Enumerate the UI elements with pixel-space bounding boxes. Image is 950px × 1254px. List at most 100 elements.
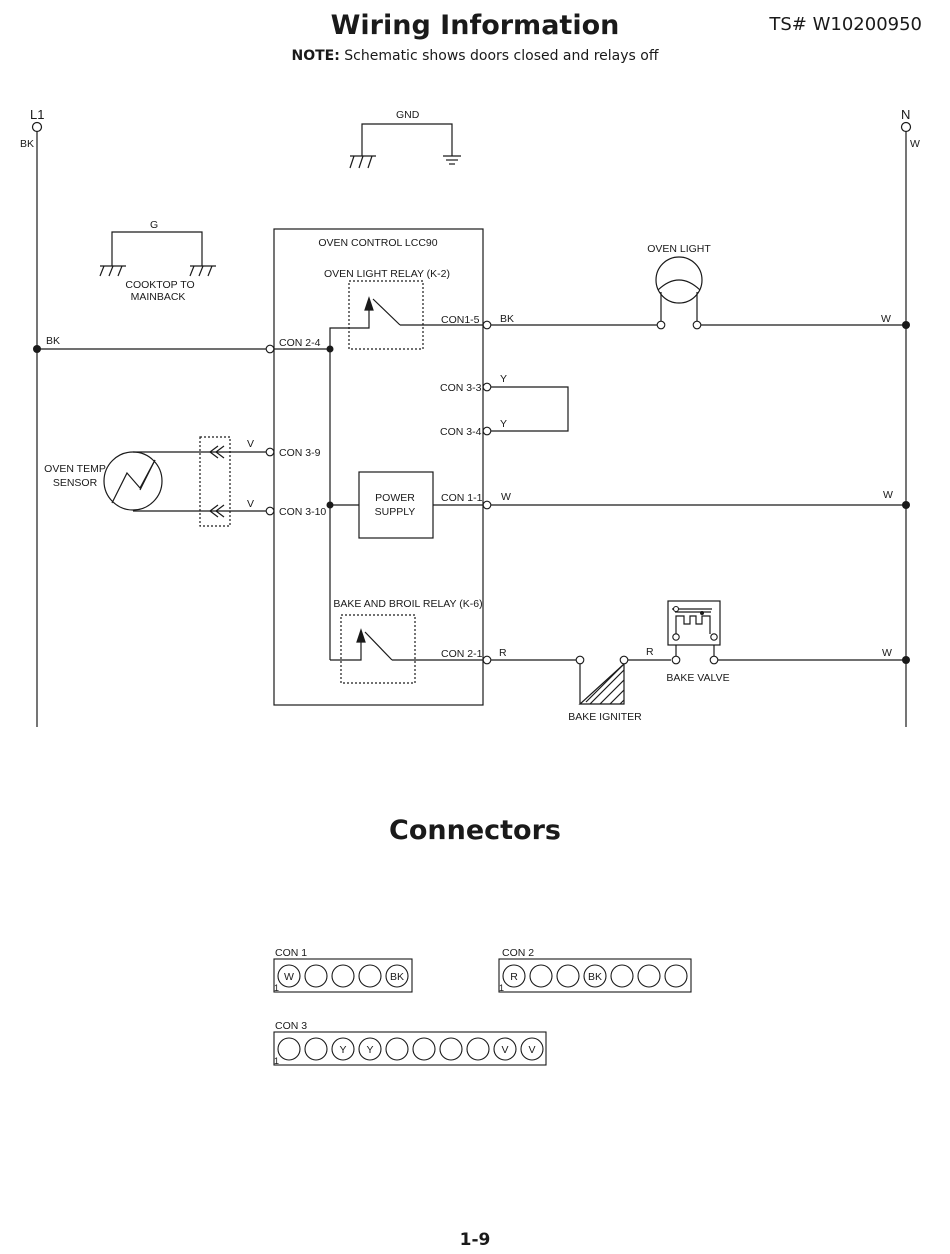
wire-y-label-1: Y: [500, 373, 507, 385]
con1-pin-2: [304, 964, 328, 988]
con3-pin-4-label: Y: [366, 1044, 373, 1056]
con21-label: CON 2-1: [441, 648, 483, 660]
terminal-con21: [482, 655, 492, 665]
bake-broil-relay-label: BAKE AND BROIL RELAY (K-6): [333, 598, 482, 610]
wire-w-label-valve: W: [882, 647, 892, 659]
con1-pin1-marker: 1: [274, 983, 279, 993]
power-supply-box: [358, 471, 434, 539]
oven-temp-label-1: OVEN TEMP: [44, 463, 106, 475]
con2-pin-2: [529, 964, 553, 988]
con2-pin-6: [637, 964, 661, 988]
con3-pin-4: [358, 1037, 382, 1061]
wire-w-label-ps: W: [501, 491, 511, 503]
wire-r-label-2: R: [646, 646, 654, 658]
con2-pin-7: [664, 964, 688, 988]
con3-pin-7: [439, 1037, 463, 1061]
con1-pin-1-label: W: [284, 971, 294, 983]
con3-pin-2: [304, 1037, 328, 1061]
con2-pin-5: [610, 964, 634, 988]
con1-pin-5: [385, 964, 409, 988]
wire-v-label-1: V: [247, 438, 254, 450]
bake-broil-relay-box: [340, 614, 416, 684]
con1-pin-1: [277, 964, 301, 988]
cooktop-ground-symbol: [99, 231, 216, 277]
n-terminal: [900, 121, 912, 133]
con1-label: CON 1: [275, 947, 307, 959]
con1-pin-4: [358, 964, 382, 988]
con310-label: CON 3-10: [279, 506, 326, 518]
con2-housing: [498, 958, 692, 993]
wire-bk-label-light: BK: [500, 313, 514, 325]
terminal-con24: [265, 344, 275, 354]
sensor-connector-box: [199, 436, 231, 527]
note-text: Schematic shows doors closed and relays …: [339, 48, 659, 64]
con3-pin-9-label: V: [501, 1044, 508, 1056]
wire-v-label-2: V: [247, 498, 254, 510]
oven-light-relay-box: [348, 280, 424, 350]
oven-control-box: [273, 228, 484, 706]
bake-valve-label: BAKE VALVE: [666, 672, 729, 684]
cooktop-label-1: COOKTOP TO: [125, 279, 194, 291]
w-n-label: W: [910, 138, 920, 150]
gnd-label: GND: [396, 109, 420, 121]
ts-number: TS# W10200950: [769, 14, 922, 35]
terminal-con15: [482, 320, 492, 330]
terminal-con33: [482, 382, 492, 392]
con15-label: CON1-5: [441, 314, 480, 326]
g-label: G: [150, 219, 158, 231]
con3-pin-3-label: Y: [339, 1044, 346, 1056]
con1-pins: W BK: [277, 964, 409, 988]
con3-pin-9: [493, 1037, 517, 1061]
con33-label: CON 3-3: [440, 382, 482, 394]
wire-bk-label-l1: BK: [46, 335, 60, 347]
con1-pin-5-label: BK: [390, 971, 404, 983]
oven-temp-label-2: SENSOR: [53, 477, 98, 489]
con2-pin-1: [502, 964, 526, 988]
bake-igniter-label: BAKE IGNITER: [568, 711, 642, 723]
con11-label: CON 1-1: [441, 492, 483, 504]
con3-pin-10: [520, 1037, 544, 1061]
terminal-con310: [265, 506, 275, 516]
oven-light-symbol: [655, 256, 703, 321]
con24-label: CON 2-4: [279, 337, 321, 349]
con3-pin-1: [277, 1037, 301, 1061]
wire-r-label-1: R: [499, 647, 507, 659]
power-supply-label-1: POWER: [375, 492, 415, 504]
con2-pin1-marker: 1: [499, 983, 504, 993]
gnd-symbol: [349, 123, 461, 169]
con2-pin-4-label: BK: [588, 971, 602, 983]
con3-pin-8: [466, 1037, 490, 1061]
terminal-con11: [482, 500, 492, 510]
con3-pin-6: [412, 1037, 436, 1061]
con2-pin-1-label: R: [510, 971, 518, 983]
oven-control-label: OVEN CONTROL LCC90: [318, 237, 437, 249]
con39-label: CON 3-9: [279, 447, 321, 459]
con2-pin-3: [556, 964, 580, 988]
cooktop-label-2: MAINBACK: [131, 291, 186, 303]
l1-label: L1: [30, 107, 44, 122]
con3-pin-10-label: V: [528, 1044, 535, 1056]
wire-y-label-2: Y: [500, 418, 507, 430]
page-title: Wiring Information: [330, 10, 620, 41]
con3-pin-3: [331, 1037, 355, 1061]
con3-pin1-marker: 1: [274, 1056, 279, 1066]
bake-valve-symbol: [667, 600, 721, 656]
con1-housing: [273, 958, 413, 993]
power-supply-label-2: SUPPLY: [375, 506, 416, 518]
n-label: N: [901, 107, 910, 122]
terminal-con39: [265, 447, 275, 457]
page-number: 1-9: [459, 1230, 491, 1250]
bake-igniter-symbol: [578, 662, 625, 705]
con2-pins: R BK: [502, 964, 688, 988]
oven-temp-sensor-symbol: [103, 451, 230, 512]
wire-w-label-light: W: [881, 313, 891, 325]
jumper-con33-con34: [491, 386, 569, 432]
con2-label: CON 2: [502, 947, 534, 959]
bake-broil-relay-switch: [330, 635, 362, 661]
bk-l1-label: BK: [20, 138, 34, 150]
note: NOTE: Schematic shows doors closed and r…: [0, 48, 950, 64]
con2-pin-4: [583, 964, 607, 988]
terminal-con34: [482, 426, 492, 436]
